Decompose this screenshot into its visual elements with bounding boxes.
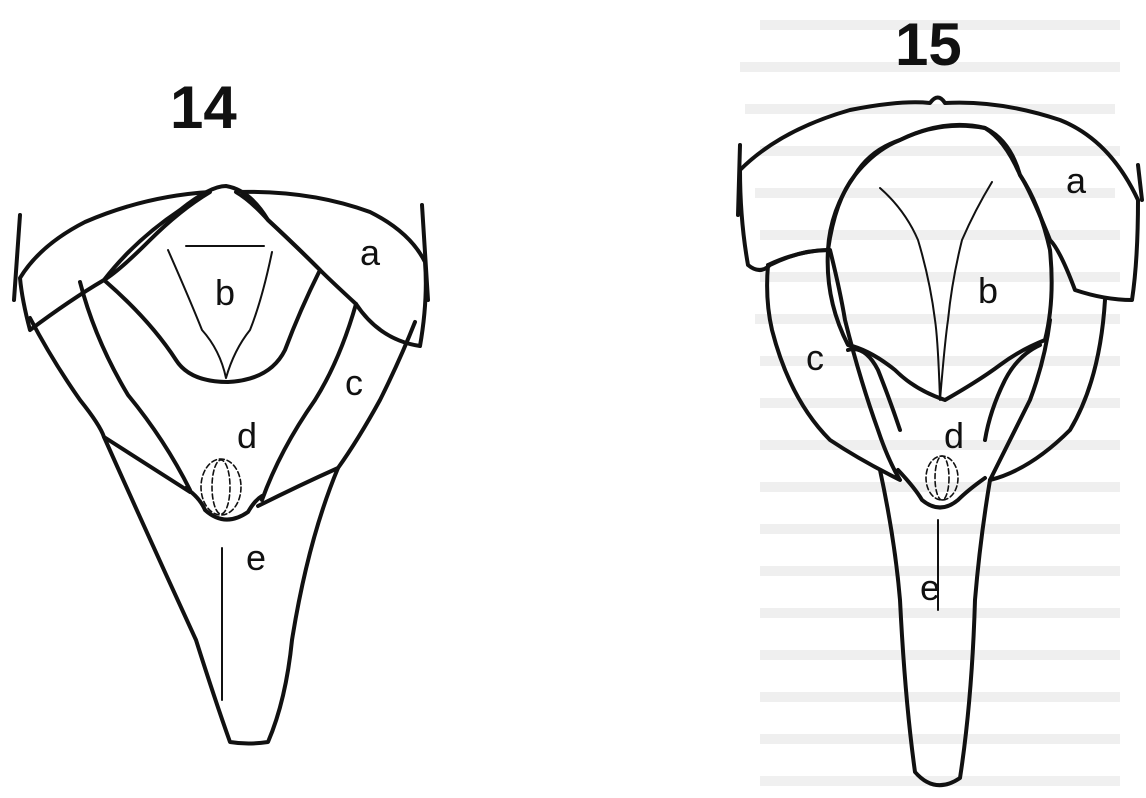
fig15-label-d: d	[944, 415, 964, 456]
fig15-part-b-inner-line	[880, 182, 992, 400]
fig15-label-e: e	[920, 567, 940, 608]
fig14-label-c: c	[345, 362, 363, 403]
fig14-part-b-shield	[104, 186, 320, 382]
fig15-label-b: b	[978, 270, 998, 311]
fig14-label-e: e	[246, 537, 266, 578]
fig14-dotted-structure-inner	[212, 460, 230, 514]
fig15-dotted-structure-inner	[935, 456, 949, 500]
bleed-through-text	[740, 20, 1120, 786]
fig14-part-b-inner-line	[168, 250, 272, 378]
fig14-part-c-outer	[30, 318, 415, 506]
fig14-part-a-right	[236, 192, 426, 346]
fig14-dotted-structure-outer	[201, 459, 241, 515]
fig14-part-a-left	[20, 192, 210, 330]
fig15-dotted-structure-outer	[926, 456, 958, 500]
fig15-label-a: a	[1066, 160, 1087, 201]
fig14-inner-arc-right	[262, 304, 356, 500]
fig14-label-d: d	[237, 415, 257, 456]
figure-15-number: 15	[895, 11, 962, 78]
fig14-label-a: a	[360, 232, 381, 273]
fig14-label-b: b	[215, 272, 235, 313]
fig15-side-stroke-right	[1138, 165, 1142, 200]
fig15-label-c: c	[806, 337, 824, 378]
figure-14-number: 14	[170, 74, 237, 141]
figure-14: 14 a b c d e	[14, 74, 428, 744]
fig15-side-stroke-left	[738, 145, 740, 215]
